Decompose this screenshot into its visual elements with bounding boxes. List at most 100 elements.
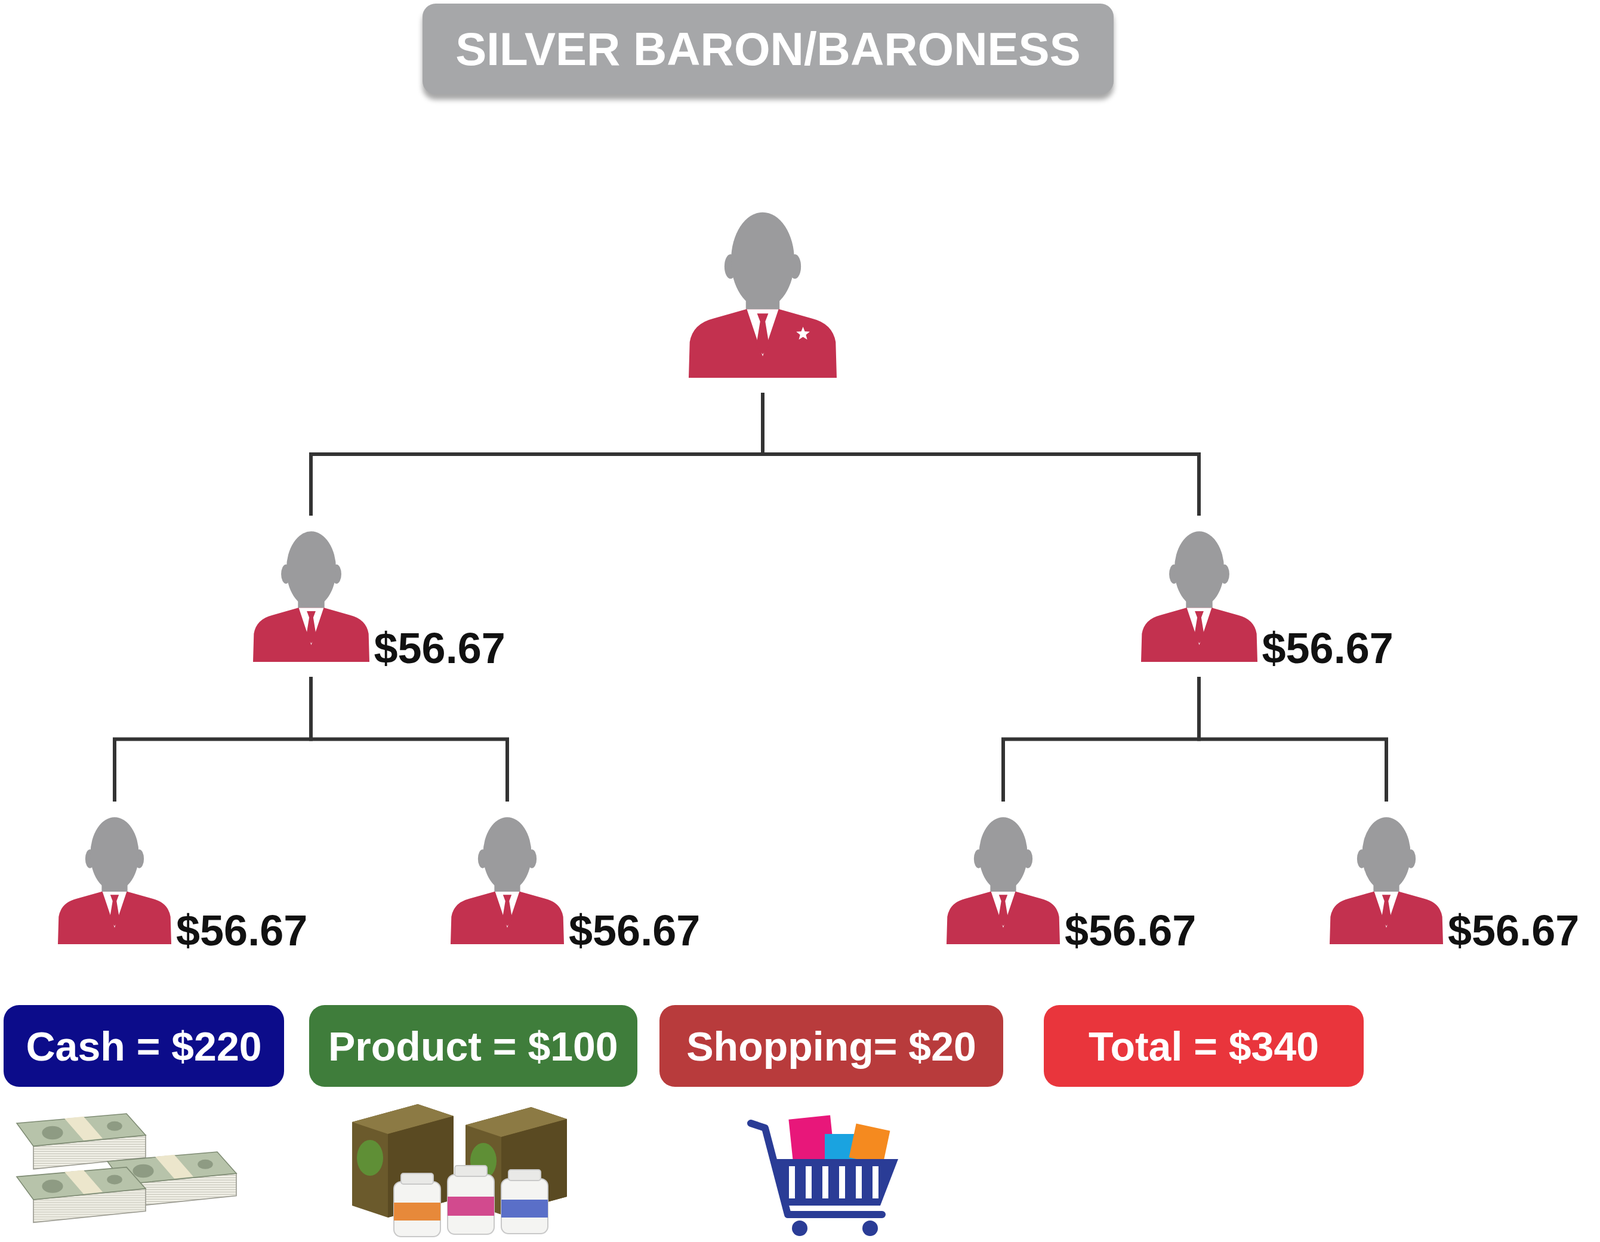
product-pack-part <box>401 1173 434 1185</box>
person-icon <box>688 211 837 378</box>
money-stack-part <box>106 1121 123 1131</box>
member-figure: $56.67 <box>1141 515 1258 677</box>
bonus-box: Cash = $220 <box>3 1004 285 1087</box>
payout-amount: $56.67 <box>1447 908 1580 952</box>
shopping-cart-part <box>822 1166 829 1199</box>
money-stack <box>16 1167 146 1223</box>
bonus-box: Shopping= $20 <box>659 1004 1004 1087</box>
tree-connector <box>1198 676 1387 802</box>
shopping-cart-part <box>862 1220 878 1236</box>
person-icon-part <box>495 891 520 928</box>
person-icon-part <box>688 309 837 378</box>
shopping-cart-part <box>855 1166 862 1199</box>
person-icon-part <box>1329 891 1444 945</box>
person-icon-part <box>946 891 1060 945</box>
member-figure: $56.67 <box>57 801 172 960</box>
money-stack-part <box>64 1116 103 1141</box>
person-icon <box>946 816 1060 945</box>
product-pack-part <box>501 1199 548 1218</box>
shopping-cart-part <box>769 1158 899 1206</box>
person-icon-part <box>997 894 1008 927</box>
person-icon-part <box>109 894 120 927</box>
money-stack-part <box>16 1167 146 1200</box>
shopping-cart-part <box>839 1166 846 1199</box>
product-pack-part <box>447 1174 495 1235</box>
person-icon-part <box>501 894 513 927</box>
bonus-box: Total = $340 <box>1043 1004 1364 1087</box>
person-icon-part <box>1374 891 1399 928</box>
person-icon-part <box>1380 894 1392 927</box>
money-stack-part <box>155 1154 194 1179</box>
title-text: SILVER BARON/BARONESS <box>455 25 1081 73</box>
person-icon-part <box>1173 531 1224 607</box>
person-icon-part <box>756 313 770 354</box>
product-pack-part <box>356 1139 384 1176</box>
money-stack-part <box>64 1169 103 1194</box>
tree-connector <box>762 392 1199 516</box>
bonus-label: Shopping= $20 <box>686 1025 977 1067</box>
shopping-cart-part <box>872 1166 879 1199</box>
money-stack-part <box>106 1174 123 1185</box>
person-icon <box>450 816 564 945</box>
shopping-cart-part <box>805 1166 812 1199</box>
payout-amount: $56.67 <box>1064 908 1196 952</box>
person-icon-part <box>450 891 564 945</box>
person-icon-part <box>978 817 1028 891</box>
title-banner: SILVER BARON/BARONESS <box>422 3 1114 95</box>
payout-amount: $56.67 <box>568 908 701 952</box>
person-icon-part <box>253 608 370 662</box>
product-pack-part <box>447 1196 495 1216</box>
shopping-cart-part <box>791 1220 808 1236</box>
person-icon-part <box>731 212 795 309</box>
person-icon-part <box>746 309 779 357</box>
tree-connector <box>114 676 311 802</box>
person-icon-part <box>991 891 1016 928</box>
member-figure: $56.67 <box>253 515 370 677</box>
bonus-label: Product = $100 <box>328 1025 619 1067</box>
bonus-label: Total = $340 <box>1088 1025 1319 1067</box>
person-icon-part <box>1141 608 1258 662</box>
product-pack-part <box>501 1178 548 1234</box>
person-icon <box>1141 530 1258 662</box>
product-pack-part <box>454 1165 487 1177</box>
person-icon-part <box>1361 817 1411 891</box>
person-icon-part <box>57 891 172 945</box>
money-stack-part <box>41 1179 63 1193</box>
product-pack-part <box>393 1202 441 1221</box>
money-stack-part <box>41 1126 63 1140</box>
person-icon-part <box>90 817 139 891</box>
shopping-cart-part <box>849 1123 891 1165</box>
person-icon-part <box>1193 611 1204 644</box>
person-icon-part <box>482 817 532 891</box>
money-stack-part <box>197 1159 214 1170</box>
tree-connector <box>1003 676 1199 802</box>
member-figure: $56.67 <box>450 801 564 960</box>
person-icon <box>57 816 172 945</box>
person-icon <box>253 530 370 662</box>
person-icon <box>1329 816 1444 945</box>
product-pack <box>352 1104 567 1237</box>
money-stacks <box>16 1113 237 1223</box>
person-icon-part <box>298 608 324 646</box>
product-pack-part <box>508 1169 541 1181</box>
person-icon-part <box>1186 608 1212 646</box>
tree-connector <box>310 392 763 516</box>
bonus-box: Product = $100 <box>309 1004 638 1087</box>
payout-amount: $56.67 <box>374 626 506 670</box>
money-stack-part <box>16 1113 146 1146</box>
member-figure <box>688 196 837 393</box>
shopping-cart-part <box>788 1166 795 1199</box>
bonus-label: Cash = $220 <box>25 1025 262 1067</box>
person-icon-part <box>285 531 336 607</box>
shopping-cart <box>750 1115 899 1236</box>
person-icon-part <box>796 326 810 340</box>
product-pack-part <box>393 1181 441 1237</box>
tree-connector <box>310 676 508 802</box>
money-stack-part <box>132 1164 154 1178</box>
member-figure: $56.67 <box>1329 801 1444 960</box>
member-figure: $56.67 <box>946 801 1060 960</box>
person-icon-part <box>305 611 316 644</box>
payout-amount: $56.67 <box>1262 626 1394 670</box>
payout-amount: $56.67 <box>176 908 308 952</box>
